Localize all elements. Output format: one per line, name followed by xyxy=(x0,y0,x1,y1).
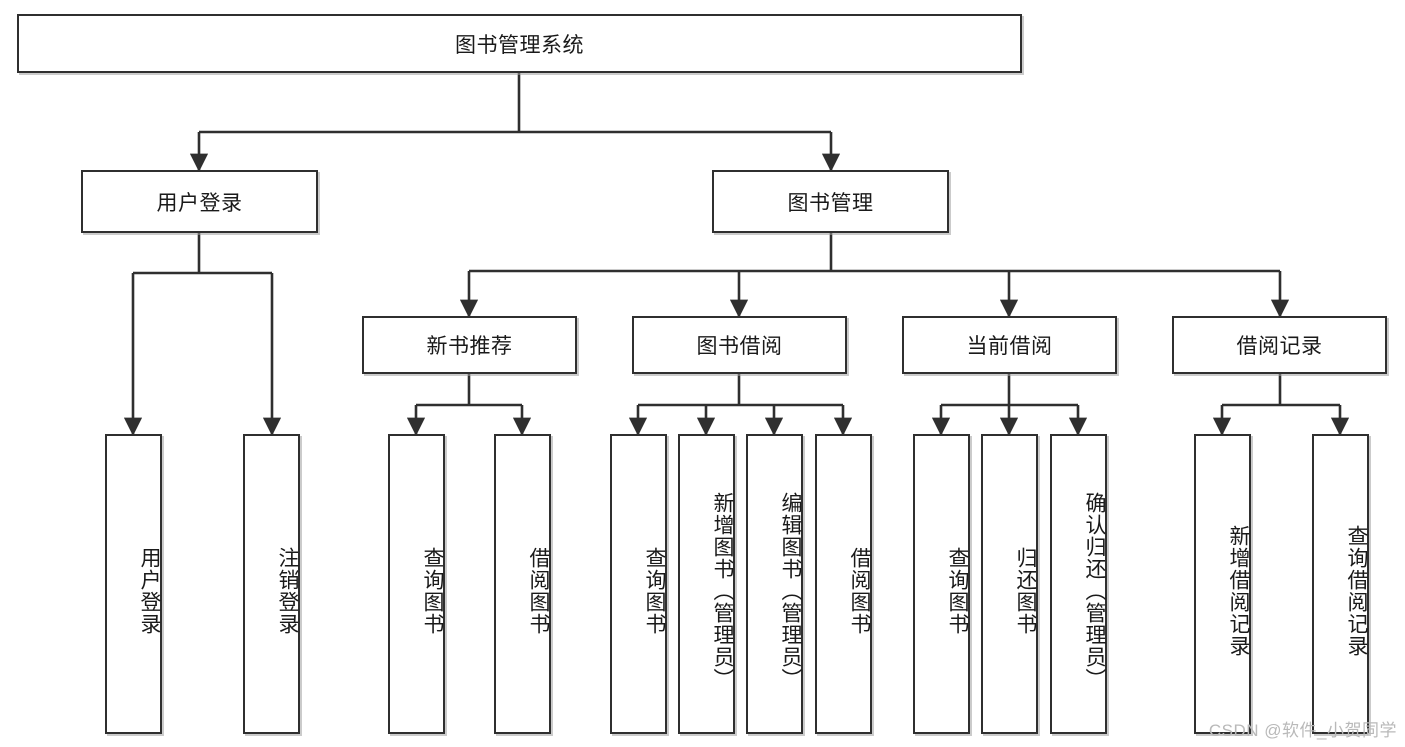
node-new-book-rec-label: 新书推荐 xyxy=(426,335,513,358)
node-leaf-query-book-2-label: 查询图书 xyxy=(643,547,666,635)
node-new-book-rec[interactable]: 新书推荐 xyxy=(362,316,577,374)
node-leaf-borrow-book-2-label: 借阅图书 xyxy=(848,547,871,635)
node-leaf-logout-label: 注销登录 xyxy=(276,547,299,635)
node-leaf-edit-book-label: 编辑图书（管理员） xyxy=(779,492,802,690)
node-leaf-query-record[interactable]: 查询借阅记录 xyxy=(1312,434,1369,734)
node-leaf-borrow-book-1[interactable]: 借阅图书 xyxy=(494,434,551,734)
node-user-login[interactable]: 用户登录 xyxy=(81,170,318,233)
node-leaf-query-book-1-label: 查询图书 xyxy=(421,547,444,635)
node-leaf-logout[interactable]: 注销登录 xyxy=(243,434,300,734)
node-leaf-query-book-3[interactable]: 查询图书 xyxy=(913,434,970,734)
node-root-label: 图书管理系统 xyxy=(455,33,584,57)
node-leaf-add-book-label: 新增图书（管理员） xyxy=(711,492,734,690)
node-leaf-user-login[interactable]: 用户登录 xyxy=(105,434,162,734)
csdn-watermark: CSDN @软件_小贺同学 xyxy=(1208,721,1397,740)
node-leaf-query-book-1[interactable]: 查询图书 xyxy=(388,434,445,734)
node-leaf-add-record[interactable]: 新增借阅记录 xyxy=(1194,434,1251,734)
node-leaf-query-book-3-label: 查询图书 xyxy=(946,547,969,635)
node-leaf-add-record-label: 新增借阅记录 xyxy=(1227,525,1250,657)
node-borrow-record-label: 借阅记录 xyxy=(1236,335,1323,358)
node-current-borrow[interactable]: 当前借阅 xyxy=(902,316,1117,374)
node-current-borrow-label: 当前借阅 xyxy=(966,335,1053,358)
node-leaf-add-book[interactable]: 新增图书（管理员） xyxy=(678,434,735,734)
node-leaf-edit-book[interactable]: 编辑图书（管理员） xyxy=(746,434,803,734)
node-leaf-borrow-book-1-label: 借阅图书 xyxy=(527,547,550,635)
node-leaf-query-record-label: 查询借阅记录 xyxy=(1345,525,1368,657)
node-book-borrow-label: 图书借阅 xyxy=(696,335,783,358)
node-leaf-query-book-2[interactable]: 查询图书 xyxy=(610,434,667,734)
node-user-login-label: 用户登录 xyxy=(156,191,243,215)
node-book-mgmt[interactable]: 图书管理 xyxy=(712,170,949,233)
node-root[interactable]: 图书管理系统 xyxy=(17,14,1022,73)
node-book-mgmt-label: 图书管理 xyxy=(787,191,874,215)
node-leaf-user-login-label: 用户登录 xyxy=(138,547,161,635)
node-leaf-return-book[interactable]: 归还图书 xyxy=(981,434,1038,734)
node-book-borrow[interactable]: 图书借阅 xyxy=(632,316,847,374)
node-leaf-confirm-return[interactable]: 确认归还（管理员） xyxy=(1050,434,1107,734)
node-leaf-borrow-book-2[interactable]: 借阅图书 xyxy=(815,434,872,734)
node-leaf-confirm-return-label: 确认归还（管理员） xyxy=(1083,492,1106,690)
node-leaf-return-book-label: 归还图书 xyxy=(1014,547,1037,635)
node-borrow-record[interactable]: 借阅记录 xyxy=(1172,316,1387,374)
